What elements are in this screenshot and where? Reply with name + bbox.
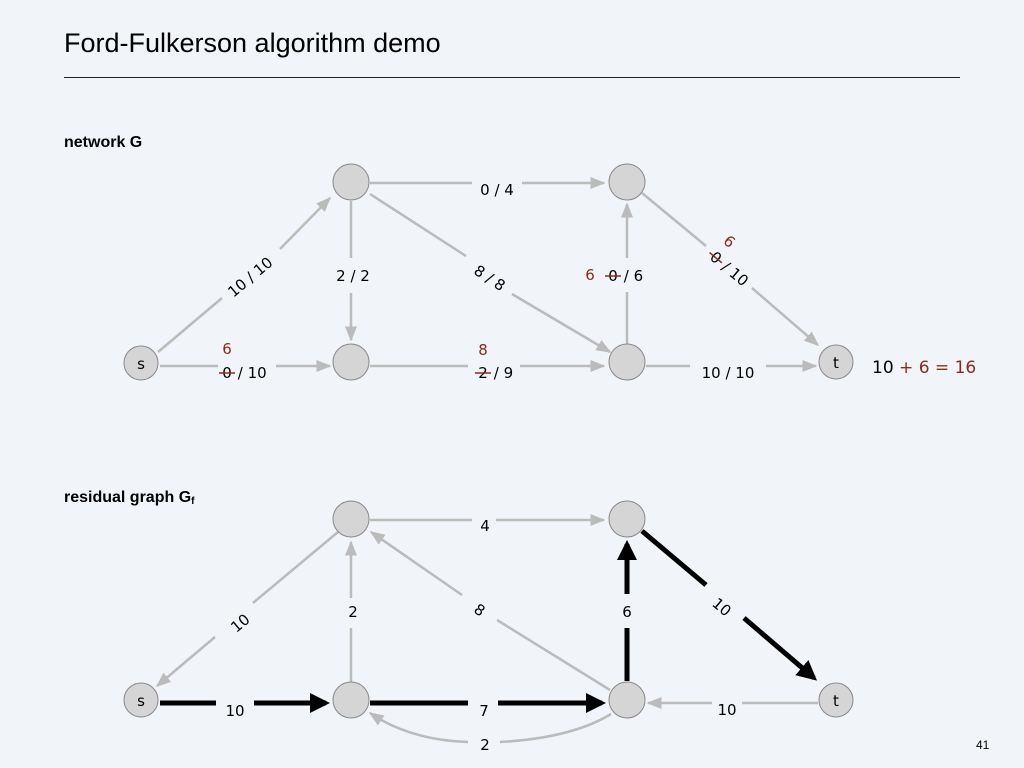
node-a bbox=[332, 163, 370, 201]
res-node-b bbox=[608, 500, 646, 538]
node-t-label: t bbox=[833, 354, 839, 372]
res-label-d-b: 6 bbox=[622, 603, 632, 621]
edge-label-a-b: 0 / 4 bbox=[480, 181, 514, 199]
aug-edge-b-t-2 bbox=[742, 616, 818, 681]
edge-label-b-t-strike bbox=[709, 251, 723, 264]
res-edge-d-a-2 bbox=[369, 530, 463, 597]
edge-label-s-a: 10 / 10 bbox=[224, 253, 276, 301]
edge-label-d-t: 10 / 10 bbox=[702, 364, 755, 382]
res-edge-d-a bbox=[496, 618, 611, 692]
title-divider bbox=[64, 77, 960, 78]
res-edge-d-c-curve bbox=[499, 712, 612, 744]
edge-label-b-t-cap: / 10 bbox=[715, 255, 752, 290]
edge-s-a bbox=[157, 297, 223, 353]
res-node-s-label: s bbox=[137, 692, 145, 710]
edge-label-b-t-group: 6 0 / 10 bbox=[706, 232, 752, 290]
res-label-s-c: 10 bbox=[225, 702, 244, 720]
res-node-d bbox=[608, 681, 646, 719]
residual-graph: 10 4 2 8 6 10 10 7 10 2 s t bbox=[123, 500, 854, 754]
node-s bbox=[123, 345, 159, 381]
node-t bbox=[818, 344, 854, 380]
node-b bbox=[608, 163, 646, 201]
flow-value-increment: + 6 = 16 bbox=[899, 358, 976, 378]
network-label: network G bbox=[64, 134, 143, 151]
edge-label-s-c-new: 6 bbox=[222, 340, 232, 358]
network-graph: 10 / 10 6 0 / 10 0 / 4 2 / 2 8 / 8 8 2 /… bbox=[123, 163, 976, 382]
edge-label-c-d-cap: / 9 bbox=[489, 364, 513, 382]
res-label-d-c: 2 bbox=[480, 736, 490, 754]
res-label-d-a: 8 bbox=[471, 600, 489, 620]
res-node-s bbox=[123, 682, 159, 718]
res-node-t bbox=[818, 682, 854, 718]
res-label-a-s: 10 bbox=[227, 610, 253, 636]
edge-label-s-c-cap: / 10 bbox=[233, 364, 267, 382]
edge-label-b-t-new: 6 bbox=[720, 232, 739, 252]
edge-label-d-b-cap: / 6 bbox=[619, 267, 643, 285]
res-node-a bbox=[332, 500, 370, 538]
edge-label-d-b-new: 6 bbox=[585, 266, 595, 284]
res-node-t-label: t bbox=[833, 692, 839, 710]
flow-value-base: 10 bbox=[872, 358, 894, 378]
edge-label-c-d-new: 8 bbox=[478, 341, 488, 359]
res-edge-d-c-curve-2 bbox=[368, 711, 469, 744]
edge-b-t bbox=[641, 192, 707, 247]
res-label-c-a: 2 bbox=[348, 603, 358, 621]
res-label-a-b: 4 bbox=[480, 517, 490, 535]
node-d bbox=[608, 343, 646, 381]
res-node-c bbox=[332, 681, 370, 719]
residual-label-subscript: f bbox=[191, 496, 195, 507]
node-c bbox=[332, 343, 370, 381]
residual-label: residual graph Gf bbox=[64, 489, 194, 507]
page-number: 41 bbox=[976, 738, 990, 752]
res-edge-a-s-2 bbox=[155, 636, 216, 687]
flow-value: 10 + 6 = 16 bbox=[872, 358, 976, 378]
residual-label-text: residual graph G bbox=[64, 489, 192, 506]
res-label-c-d: 7 bbox=[479, 702, 489, 720]
aug-edge-b-t bbox=[640, 529, 708, 587]
edge-label-a-c: 2 / 2 bbox=[336, 267, 370, 285]
edge-s-a-2 bbox=[279, 196, 332, 250]
edge-b-t-2 bbox=[751, 287, 820, 346]
edge-a-d bbox=[369, 192, 467, 258]
res-label-t-d: 10 bbox=[717, 701, 736, 719]
res-label-b-t: 10 bbox=[709, 594, 735, 620]
edge-a-d-2 bbox=[511, 292, 612, 354]
node-s-label: s bbox=[137, 355, 145, 373]
page-title: Ford-Fulkerson algorithm demo bbox=[64, 28, 441, 58]
res-edge-a-s bbox=[252, 531, 339, 604]
edge-label-a-d: 8 / 8 bbox=[471, 261, 509, 294]
